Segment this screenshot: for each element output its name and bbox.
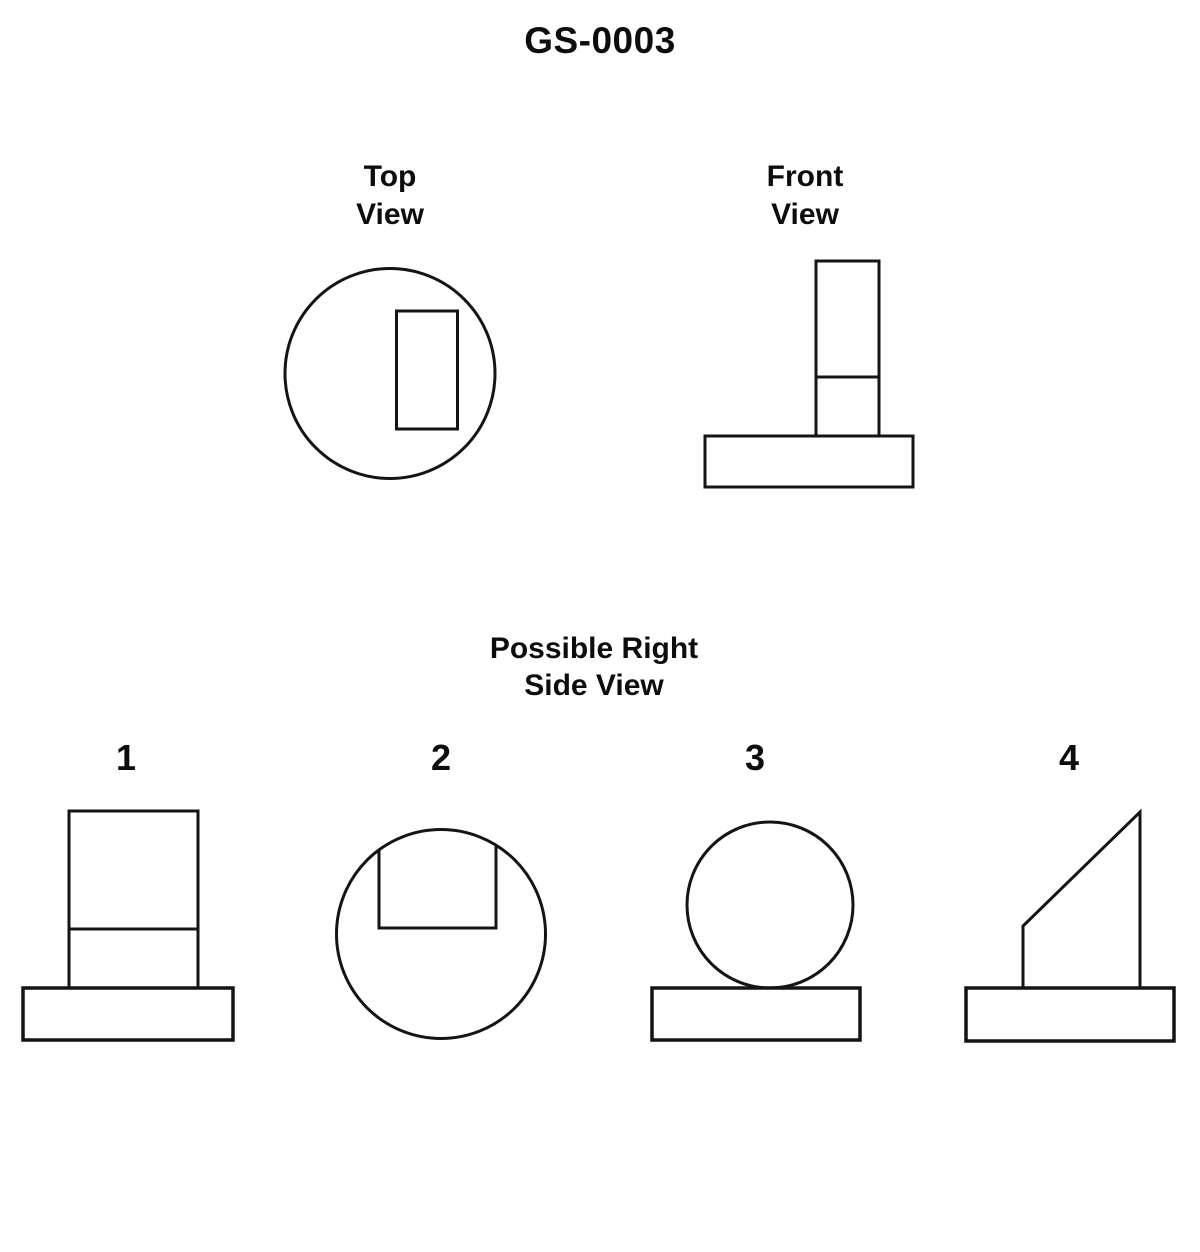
question-prompt-line2: Side View xyxy=(524,669,664,702)
page-title: GS-0003 xyxy=(524,20,676,61)
option-3-number: 3 xyxy=(744,737,766,778)
option-4-base-rectangle xyxy=(964,986,1176,1043)
option-1-number: 1 xyxy=(115,737,137,778)
option-2-figure xyxy=(335,828,547,1040)
front-view-label-line2: View xyxy=(771,198,839,231)
option-1-figure xyxy=(21,809,235,1042)
top-view-figure xyxy=(283,267,497,480)
option-4-number: 4 xyxy=(1058,737,1080,778)
option-4-wedge-polygon xyxy=(1021,808,1142,990)
top-view-label-line1: Top xyxy=(363,160,417,193)
option-3-figure xyxy=(650,820,862,1042)
question-prompt-line1: Possible Right xyxy=(489,632,699,665)
option-3-base-rectangle xyxy=(650,986,862,1042)
top-view-label-line2: View xyxy=(356,198,424,231)
front-view-label-line1: Front xyxy=(766,160,844,193)
option-4-figure xyxy=(964,808,1176,1043)
top-view-label: Top View xyxy=(290,158,490,234)
front-view-base-rectangle xyxy=(703,434,915,489)
front-view-column-rectangle xyxy=(814,259,881,438)
top-view-circle xyxy=(283,267,497,480)
option-1-base-rectangle xyxy=(21,986,235,1042)
question-prompt: Possible Right Side View xyxy=(444,630,744,704)
front-view-figure xyxy=(703,259,915,489)
top-view-inner-rectangle xyxy=(395,309,459,431)
option-2-circle xyxy=(335,828,547,1040)
option-2-notch-rectangle xyxy=(377,845,498,930)
option-2-number: 2 xyxy=(430,737,452,778)
option-3-circle xyxy=(685,820,855,990)
front-view-label: Front View xyxy=(705,158,905,234)
option-1-column-rectangle xyxy=(67,809,200,990)
